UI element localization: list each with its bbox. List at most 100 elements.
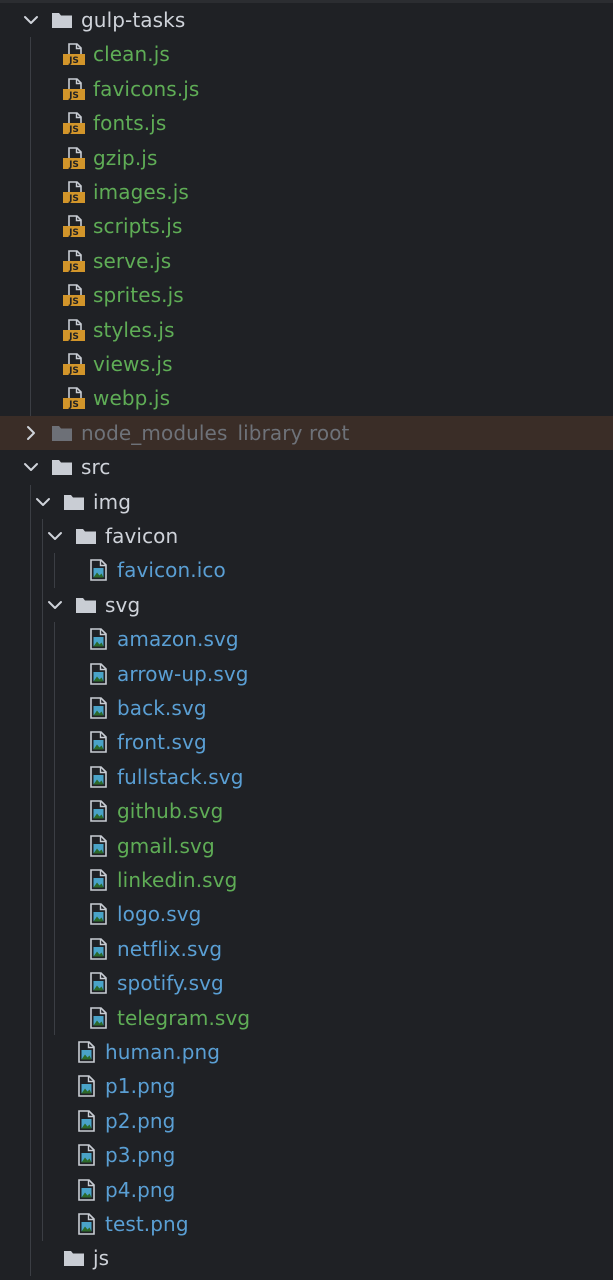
folder-icon — [62, 1246, 86, 1270]
svg-text:JS: JS — [68, 401, 79, 411]
tree-row-file-fullstack-svg[interactable]: fullstack.svg — [0, 760, 613, 794]
file-back-svg-label: back.svg — [117, 696, 207, 720]
tree-row-folder-favicon[interactable]: favicon — [0, 519, 613, 553]
tree-row-folder-gulp-tasks[interactable]: gulp-tasks — [0, 3, 613, 37]
file-arrow-up-svg-label: arrow-up.svg — [117, 661, 249, 686]
svg-text:JS: JS — [68, 57, 79, 67]
folder-icon — [50, 8, 74, 32]
chevron-down-icon[interactable] — [22, 458, 40, 476]
tree-row-file-sprites-js[interactable]: JS sprites.js — [0, 278, 613, 312]
tree-row-file-logo-svg[interactable]: logo.svg — [0, 897, 613, 931]
chevron-right-icon[interactable] — [22, 424, 40, 442]
file-human-png-label: human.png — [105, 1040, 221, 1064]
indent-guide — [30, 484, 31, 1276]
indent-guide — [54, 622, 55, 1035]
indent-guide — [42, 519, 43, 1242]
file-p2-png-label: p2.png — [105, 1108, 176, 1133]
file-sprites-js-label: sprites.js — [93, 283, 184, 308]
js-file-icon: JS — [62, 214, 86, 239]
tree-row-file-p2-png[interactable]: p2.png — [0, 1104, 613, 1138]
file-netflix-svg-label: netflix.svg — [117, 936, 223, 961]
tree-row-file-front-svg[interactable]: front.svg — [0, 725, 613, 759]
top-divider — [0, 0, 613, 3]
indent-guide — [30, 37, 31, 416]
svg-text:JS: JS — [68, 229, 79, 239]
folder-gulp-tasks-label: gulp-tasks — [81, 8, 186, 32]
tree-row-file-netflix-svg[interactable]: netflix.svg — [0, 932, 613, 966]
tree-row-file-scripts-js[interactable]: JS scripts.js — [0, 209, 613, 243]
tree-row-file-images-js[interactable]: JS images.js — [0, 175, 613, 209]
svg-text:JS: JS — [68, 366, 79, 376]
tree-row-file-human-png[interactable]: human.png — [0, 1035, 613, 1069]
chevron-down-icon[interactable] — [34, 493, 52, 511]
chevron-down-icon[interactable] — [22, 11, 40, 29]
image-file-icon — [86, 730, 110, 754]
js-file-icon: JS — [62, 180, 86, 204]
file-images-js-label: images.js — [93, 180, 189, 204]
image-file-icon — [86, 937, 110, 961]
image-file-icon — [86, 971, 110, 995]
chevron-down-icon[interactable] — [46, 596, 64, 614]
tree-row-folder-src[interactable]: src — [0, 450, 613, 484]
image-file-icon — [74, 1143, 98, 1167]
tree-row-file-back-svg[interactable]: back.svg — [0, 691, 613, 725]
tree-row-folder-js[interactable]: js — [0, 1241, 613, 1275]
file-p4-png-label: p4.png — [105, 1177, 176, 1202]
tree-row-file-p4-png[interactable]: p4.png — [0, 1173, 613, 1207]
tree-row-file-clean-js[interactable]: JS clean.js — [0, 37, 613, 71]
js-file-icon: JS — [62, 283, 86, 307]
svg-text:JS: JS — [68, 160, 79, 170]
image-file-icon — [86, 558, 110, 582]
js-file-icon: JS — [62, 77, 86, 101]
js-file-icon: JS — [62, 318, 86, 342]
folder-icon — [50, 455, 74, 479]
tree-row-folder-img[interactable]: img — [0, 485, 613, 519]
tree-row-file-linkedin-svg[interactable]: linkedin.svg — [0, 863, 613, 897]
svg-text:JS: JS — [68, 332, 79, 342]
image-file-icon — [74, 1040, 98, 1064]
tree-row-file-spotify-svg[interactable]: spotify.svg — [0, 966, 613, 1000]
tree-row-file-github-svg[interactable]: github.svg — [0, 794, 613, 828]
image-file-icon — [86, 868, 110, 892]
image-file-icon — [86, 834, 110, 858]
image-file-icon — [86, 662, 110, 686]
tree-row-file-amazon-svg[interactable]: amazon.svg — [0, 622, 613, 656]
tree-row-file-favicons-js[interactable]: JS favicons.js — [0, 72, 613, 106]
file-serve-js-label: serve.js — [93, 248, 172, 273]
file-favicons-js-label: favicons.js — [93, 76, 200, 101]
tree-row-file-arrow-up-svg[interactable]: arrow-up.svg — [0, 657, 613, 691]
file-scripts-js-label: scripts.js — [93, 214, 183, 239]
tree-row-file-serve-js[interactable]: JS serve.js — [0, 244, 613, 278]
tree-row-file-gmail-svg[interactable]: gmail.svg — [0, 829, 613, 863]
js-file-icon: JS — [62, 249, 86, 273]
library-root-hint: library root — [237, 420, 350, 445]
tree-row-file-p3-png[interactable]: p3.png — [0, 1138, 613, 1172]
file-p3-png-label: p3.png — [105, 1143, 176, 1168]
file-github-svg-label: github.svg — [117, 799, 224, 824]
tree-row-file-test-png[interactable]: test.png — [0, 1207, 613, 1241]
chevron-down-icon[interactable] — [46, 527, 64, 545]
tree-row-file-p1-png[interactable]: p1.png — [0, 1069, 613, 1103]
image-file-icon — [86, 902, 110, 926]
file-clean-js-label: clean.js — [93, 42, 170, 67]
folder-icon — [74, 593, 98, 617]
folder-js-label: js — [93, 1246, 110, 1271]
folder-src-label: src — [81, 455, 111, 480]
file-test-png-label: test.png — [105, 1212, 189, 1236]
tree-row-file-favicon-ico[interactable]: favicon.ico — [0, 553, 613, 587]
file-fonts-js-label: fonts.js — [93, 111, 167, 136]
tree-row-folder-svg[interactable]: svg — [0, 588, 613, 622]
file-p1-png-label: p1.png — [105, 1074, 176, 1099]
image-file-icon — [86, 1006, 110, 1030]
tree-row-file-telegram-svg[interactable]: telegram.svg — [0, 1001, 613, 1035]
image-file-icon — [86, 765, 110, 789]
file-gmail-svg-label: gmail.svg — [117, 833, 215, 858]
